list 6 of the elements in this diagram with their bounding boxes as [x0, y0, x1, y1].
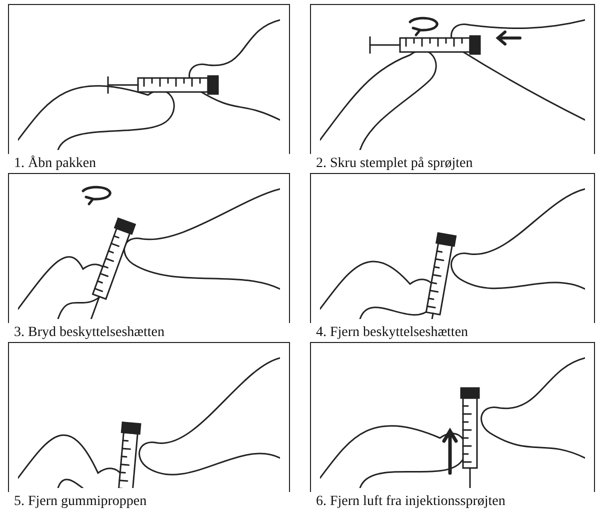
- step-caption: 5. Fjern gummiproppen: [14, 494, 147, 510]
- step-caption: 6. Fjern luft fra injektionssprøjten: [316, 494, 506, 510]
- step-caption: 1. Åbn pakken: [14, 156, 96, 172]
- step-caption: 2. Skru stemplet på sprøjten: [316, 156, 473, 172]
- step-caption: 4. Fjern beskyttelseshætten: [316, 325, 468, 341]
- step-caption: 3. Bryd beskyttelseshætten: [14, 325, 164, 341]
